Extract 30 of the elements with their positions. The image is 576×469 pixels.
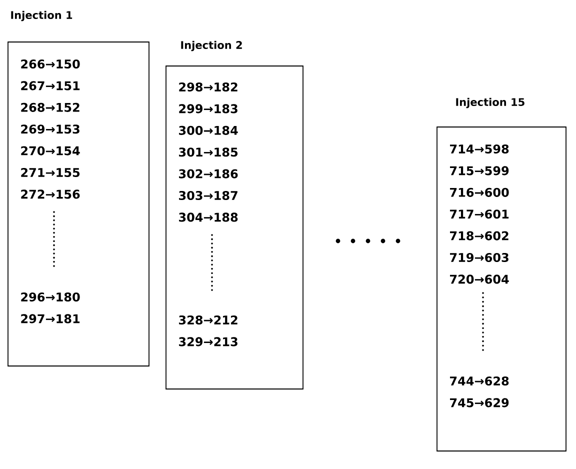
list-item: 299→183 (179, 104, 238, 114)
list-item: 714→598 (450, 144, 509, 154)
list-item: 269→153 (21, 124, 80, 134)
list-item: 298→182 (179, 82, 238, 92)
list-item: 272→156 (21, 190, 80, 199)
list-item: 267→151 (21, 81, 80, 90)
list-item: 300→184 (179, 126, 238, 135)
list-item: 297→181 (21, 314, 80, 324)
list-item: 328→212 (179, 315, 238, 325)
list-item: 296→180 (21, 292, 80, 302)
list-item: 329→213 (179, 337, 238, 346)
list-item: 271→155 (21, 168, 80, 178)
list-item: 304→188 (179, 212, 238, 222)
heading: Injection 15 (456, 98, 524, 108)
list-item: 270→154 (21, 146, 80, 156)
list-item: 720→604 (450, 274, 509, 284)
list-item: 715→599 (450, 166, 509, 176)
list-item: 716→600 (450, 188, 509, 197)
list-item: 719→603 (450, 252, 508, 262)
list-item: 744→628 (450, 376, 509, 386)
list-item: 266→150 (21, 59, 80, 69)
list-item: 717→601 (450, 210, 509, 219)
list-item: 301→185 (179, 148, 238, 157)
list-item: 302→186 (179, 169, 238, 178)
list-item: 268→152 (21, 102, 80, 112)
heading: Injection 1 (11, 10, 72, 22)
list-item: 745→629 (450, 398, 509, 408)
list-item: 303→187 (179, 190, 238, 200)
list-item: 718→602 (450, 231, 508, 240)
heading: Injection 2 (181, 40, 242, 52)
